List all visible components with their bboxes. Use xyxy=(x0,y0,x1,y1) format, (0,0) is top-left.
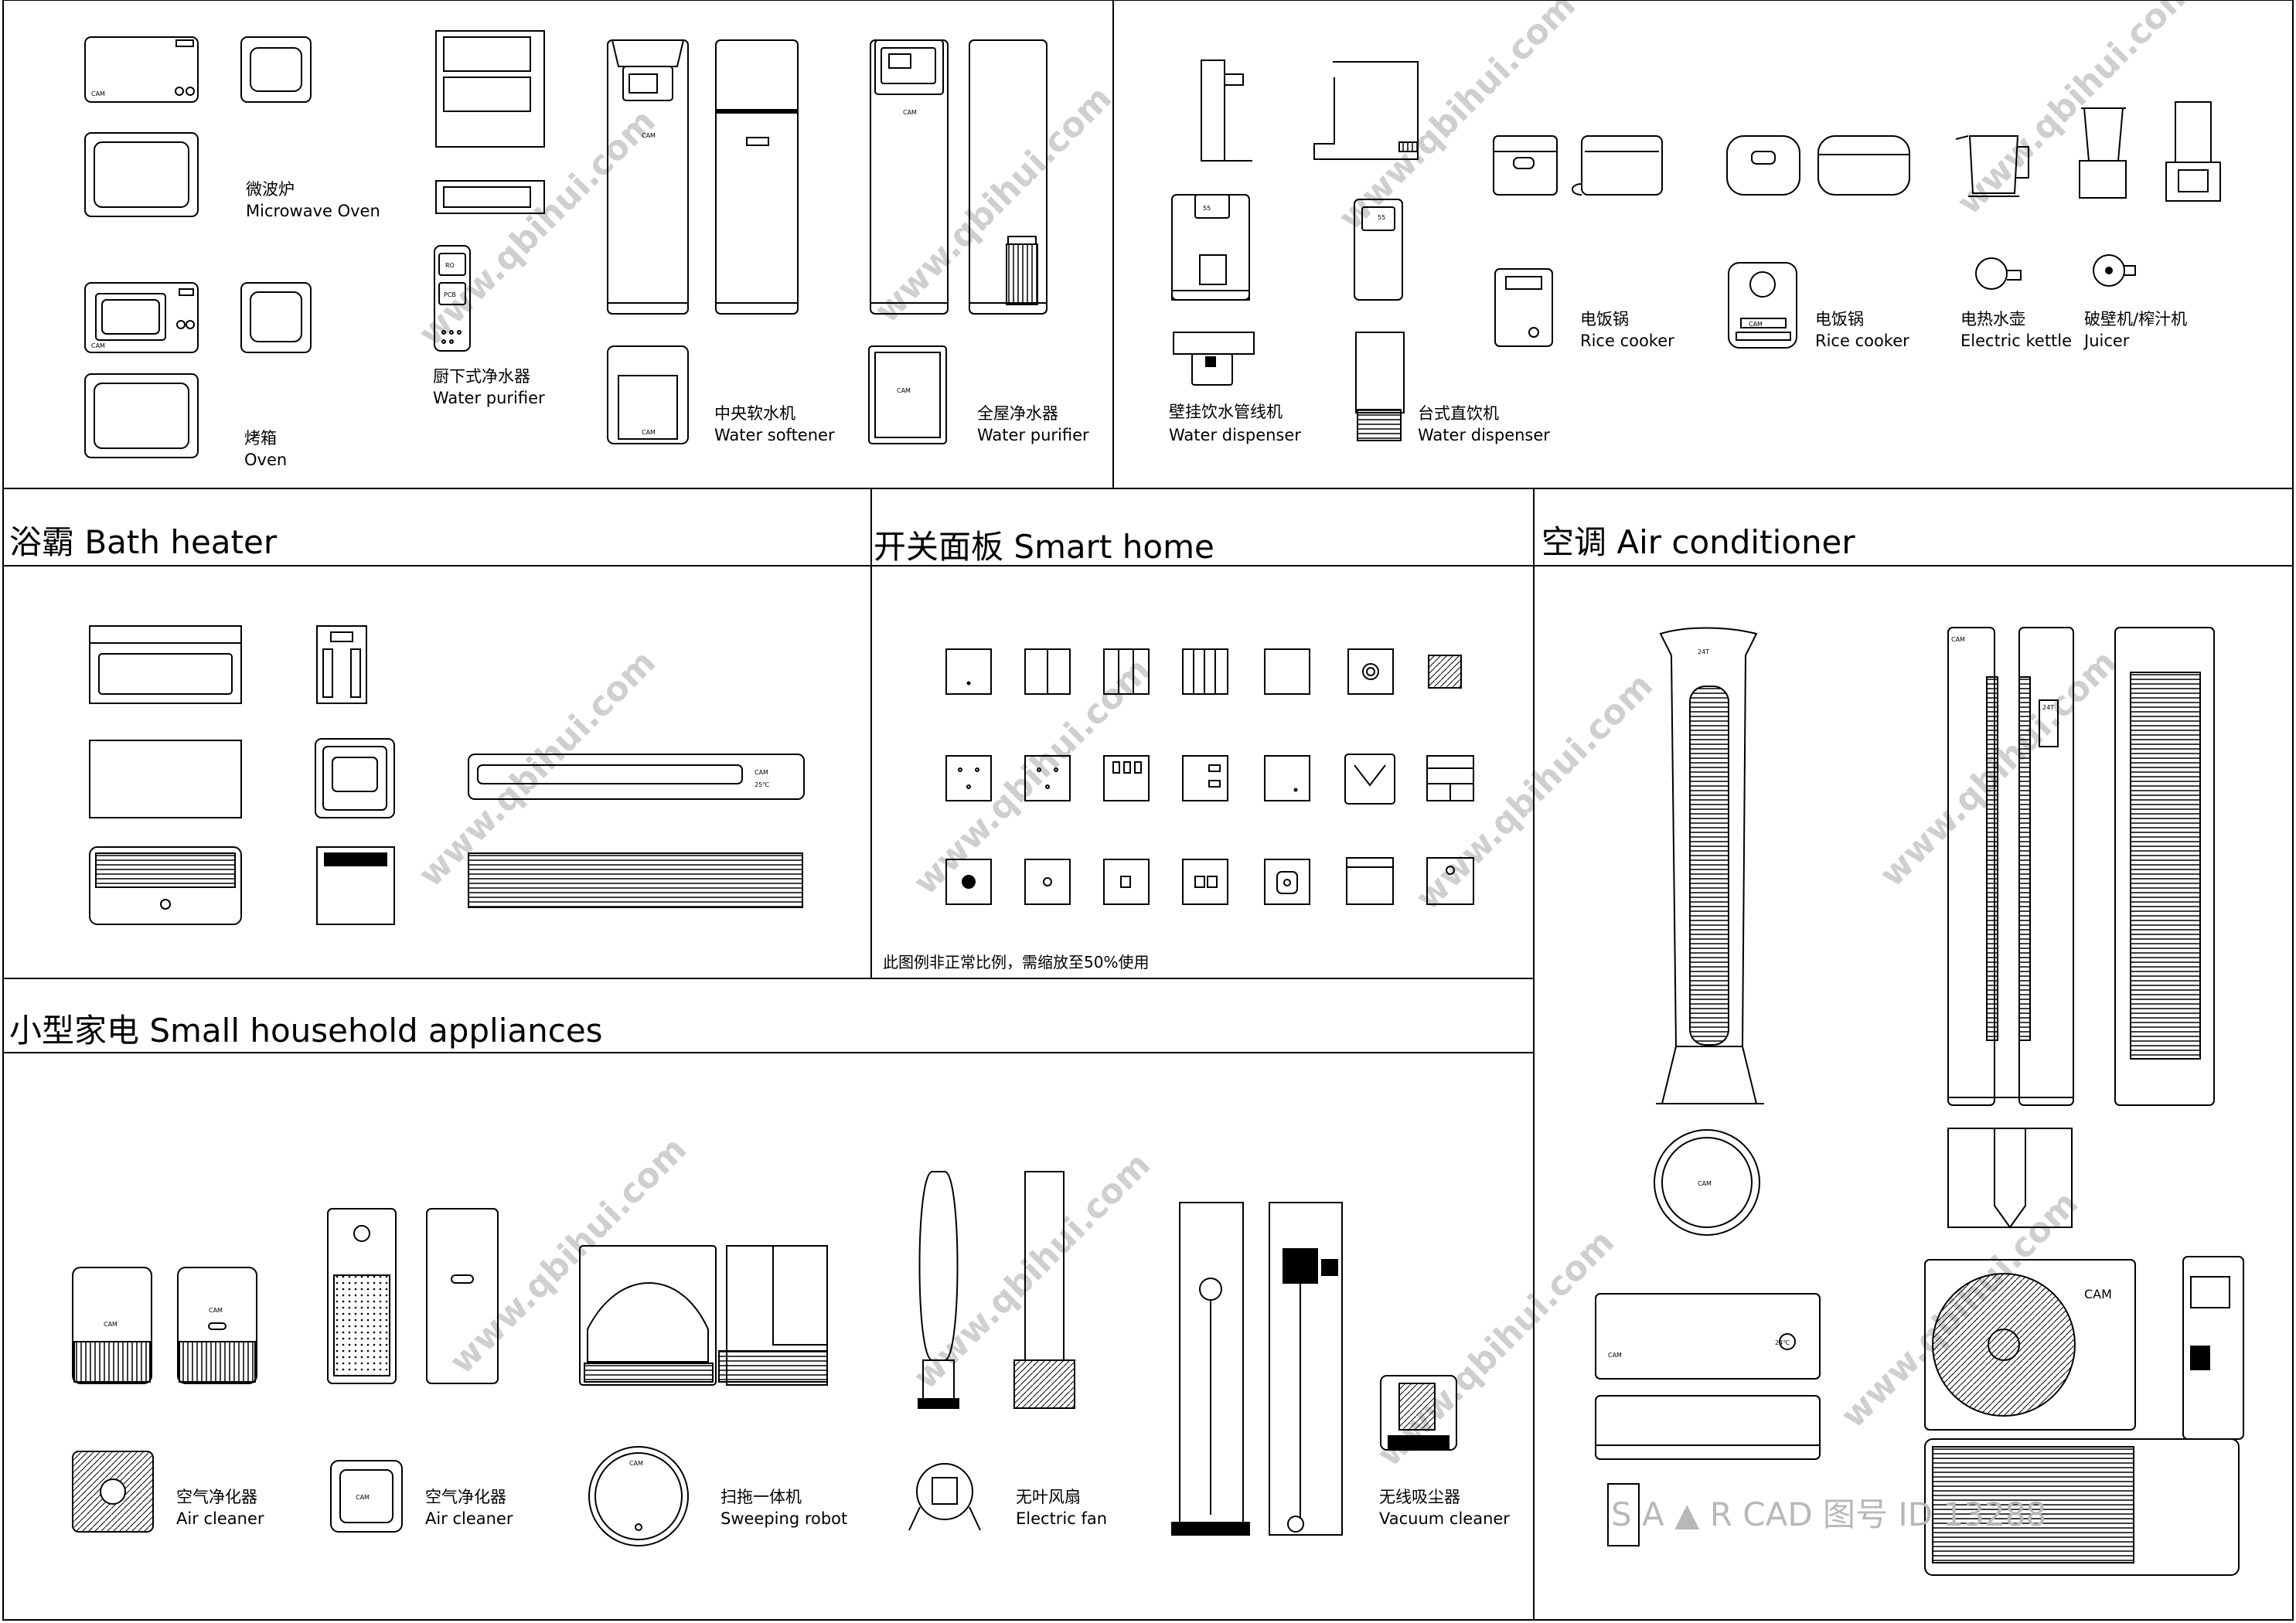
dispenser-display: 55 xyxy=(1203,205,1211,212)
brand-mark: CAM xyxy=(1749,321,1763,328)
air-cleaner-2-label-en: Air cleaner xyxy=(425,1509,513,1528)
watermark: www.qbihui.com xyxy=(867,78,1119,330)
ac-display: 24T xyxy=(1698,648,1709,655)
kitchen-labels: 微波炉 Microwave Oven 烤箱 Oven 厨下式净水器 Water … xyxy=(91,90,1089,469)
wall-dispenser-symbol xyxy=(1171,60,1255,386)
kettle-label-cn: 电热水壶 xyxy=(1960,310,2025,328)
under-sink-purifier-label-cn: 厨下式净水器 xyxy=(433,367,530,386)
air-cleaner-1-label-cn: 空气净化器 xyxy=(176,1488,257,1506)
air-cleaner-2-label-cn: 空气净化器 xyxy=(425,1488,506,1506)
water-softener-label-en: Water softener xyxy=(714,426,835,444)
brand-mark: CAM xyxy=(755,769,768,776)
oven-symbol xyxy=(84,282,312,458)
brand-mark: CAM xyxy=(209,1307,223,1314)
under-sink-purifier-symbol xyxy=(434,30,545,352)
cooking-symbols xyxy=(1171,60,2221,441)
watermark: www.qbihui.com xyxy=(906,1145,1158,1397)
juicer-label-en: Juicer xyxy=(2083,332,2130,350)
juicer-symbol xyxy=(2079,101,2221,287)
ac-display: 24℃ xyxy=(1775,1339,1790,1346)
watermark: www.qbihui.com xyxy=(442,1129,694,1381)
kettle-label-en: Electric kettle xyxy=(1960,332,2072,350)
fan-label-en: Electric fan xyxy=(1016,1509,1107,1528)
rice-cooker-2-label-en: Rice cooker xyxy=(1815,332,1909,350)
brand-mark: CAM xyxy=(356,1494,370,1501)
robot-label-cn: 扫拖一体机 xyxy=(720,1488,802,1506)
desktop-dispenser-label-cn: 台式直饮机 xyxy=(1418,404,1499,423)
microwave-symbol xyxy=(84,36,312,217)
water-softener-symbol xyxy=(607,39,799,444)
fan-label-cn: 无叶风扇 xyxy=(1016,1488,1081,1506)
brand-mark: CAM xyxy=(903,109,917,116)
microwave-label-cn: 微波炉 xyxy=(246,180,295,199)
smart-home-symbols xyxy=(945,648,1474,905)
filter-pcb-label: PCB xyxy=(444,291,456,298)
rice-cooker-1-label-en: Rice cooker xyxy=(1580,332,1674,350)
bath-heater-symbols xyxy=(89,625,805,925)
whole-house-purifier-symbol xyxy=(868,39,1048,444)
rice-cooker-2-label-cn: 电饭锅 xyxy=(1815,310,1864,328)
oven-label-en: Oven xyxy=(244,451,287,469)
ac-display: 24T xyxy=(2042,704,2054,711)
desktop-dispenser-symbol xyxy=(1313,61,1419,441)
whole-house-purifier-label-cn: 全屋净水器 xyxy=(977,404,1058,423)
kitchen-symbols xyxy=(84,30,1048,458)
watermark: www.qbihui.com xyxy=(906,650,1158,902)
footer-stamp-text: S A ▲ R CAD 图号 ID 13288 xyxy=(1611,1495,2046,1533)
vacuum-label-en: Vacuum cleaner xyxy=(1379,1509,1510,1528)
filter-ro-label: RO xyxy=(445,262,455,269)
watermark: www.qbihui.com xyxy=(1331,0,1583,238)
wall-dispenser-label-en: Water dispenser xyxy=(1169,426,1301,444)
air-conditioner-texts: 24T CAM 24T CAM CAM 24℃ CAM S A ▲ R CAD … xyxy=(1608,636,2112,1533)
water-softener-label-cn: 中央软水机 xyxy=(714,404,795,423)
brand-mark: CAM xyxy=(629,1460,643,1467)
whole-house-purifier-label-en: Water purifier xyxy=(977,426,1089,444)
air-conditioner-symbols xyxy=(1595,627,2244,1576)
section-title-bath-heater: 浴霸 Bath heater xyxy=(9,523,278,561)
brand-mark: CAM xyxy=(91,90,105,97)
robot-label-en: Sweeping robot xyxy=(720,1509,847,1528)
kettle-symbol xyxy=(1955,135,2029,290)
rice-cooker-symbol xyxy=(1493,135,1910,349)
small-appliance-symbols xyxy=(72,1171,1457,1546)
brand-mark: CAM xyxy=(104,1321,118,1328)
rice-cooker-1-label-cn: 电饭锅 xyxy=(1580,310,1629,328)
brand-mark: CAM xyxy=(2084,1287,2112,1301)
under-sink-purifier-label-en: Water purifier xyxy=(433,389,545,407)
brand-mark: CAM xyxy=(1698,1180,1712,1187)
brand-mark: CAM xyxy=(1608,1352,1622,1359)
dispenser-display: 55 xyxy=(1378,214,1385,221)
section-title-air-conditioner: 空调 Air conditioner xyxy=(1541,523,1855,561)
section-title-smart-home: 开关面板 Smart home xyxy=(874,528,1214,566)
juicer-label-cn: 破壁机/榨汁机 xyxy=(2084,310,2187,328)
microwave-label-en: Microwave Oven xyxy=(246,202,380,220)
brand-mark: CAM xyxy=(897,387,911,394)
bath-heater-display: 25℃ xyxy=(755,781,769,788)
brand-mark: CAM xyxy=(91,342,105,349)
air-cleaner-1-label-en: Air cleaner xyxy=(176,1509,264,1528)
desktop-dispenser-label-en: Water dispenser xyxy=(1418,426,1550,444)
brand-mark: CAM xyxy=(642,429,656,436)
wall-dispenser-label-cn: 壁挂饮水管线机 xyxy=(1169,403,1283,421)
oven-label-cn: 烤箱 xyxy=(244,429,277,447)
watermark: www.qbihui.com xyxy=(411,101,663,353)
section-title-small-appliances: 小型家电 Small household appliances xyxy=(9,1012,603,1050)
brand-mark: CAM xyxy=(1951,636,1965,643)
small-appliance-labels: 空气净化器 Air cleaner 空气净化器 Air cleaner 扫拖一体… xyxy=(104,1307,1510,1528)
vacuum-label-cn: 无线吸尘器 xyxy=(1379,1488,1460,1506)
brand-mark: CAM xyxy=(642,132,656,139)
watermark: www.qbihui.com xyxy=(1950,0,2202,223)
cooking-labels: 壁挂饮水管线机 Water dispenser 台式直饮机 Water disp… xyxy=(1169,205,2187,444)
scale-note: 此图例非正常比例，需缩放至50%使用 xyxy=(883,953,1149,971)
